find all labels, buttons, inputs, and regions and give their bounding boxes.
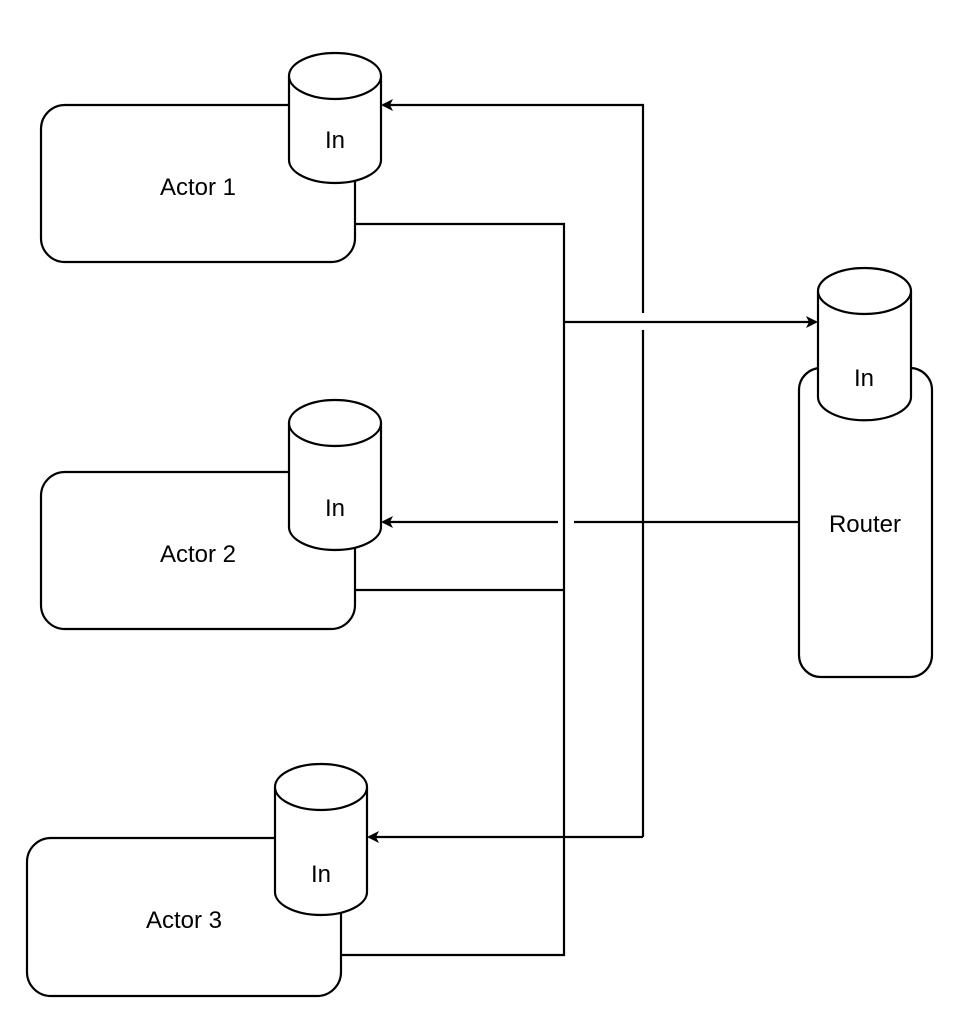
router-queue-label: In: [854, 365, 874, 392]
actor-1-queue-cylinder-icon: [287, 51, 383, 185]
actor-2-label: Actor 2: [160, 541, 236, 568]
actor-2-node[interactable]: Actor 2 In: [39, 398, 383, 631]
edge-router-to-actor1-actor3: [383, 105, 645, 837]
router-queue-cylinder-icon: [816, 266, 913, 422]
actor-2-queue-cylinder-icon: [287, 398, 383, 552]
actor-1-queue-label: In: [325, 127, 345, 154]
actor-3-queue-cylinder-icon: [273, 762, 369, 917]
actor-3-queue-label: In: [311, 861, 331, 888]
actor-3-node[interactable]: Actor 3 In: [25, 762, 369, 998]
actor-3-label: Actor 3: [146, 907, 222, 934]
actor-1-box: [39, 103, 357, 264]
edge-actors-to-router: [341, 222, 816, 957]
actor-2-queue-label: In: [325, 495, 345, 522]
actor-1-label: Actor 1: [160, 174, 236, 201]
actor-2-box: [39, 470, 357, 631]
router-label: Router: [829, 511, 901, 538]
edges: [341, 105, 816, 957]
actor-1-node[interactable]: Actor 1 In: [39, 51, 383, 264]
actor-3-box: [25, 836, 343, 998]
router-node[interactable]: Router In: [797, 266, 934, 679]
